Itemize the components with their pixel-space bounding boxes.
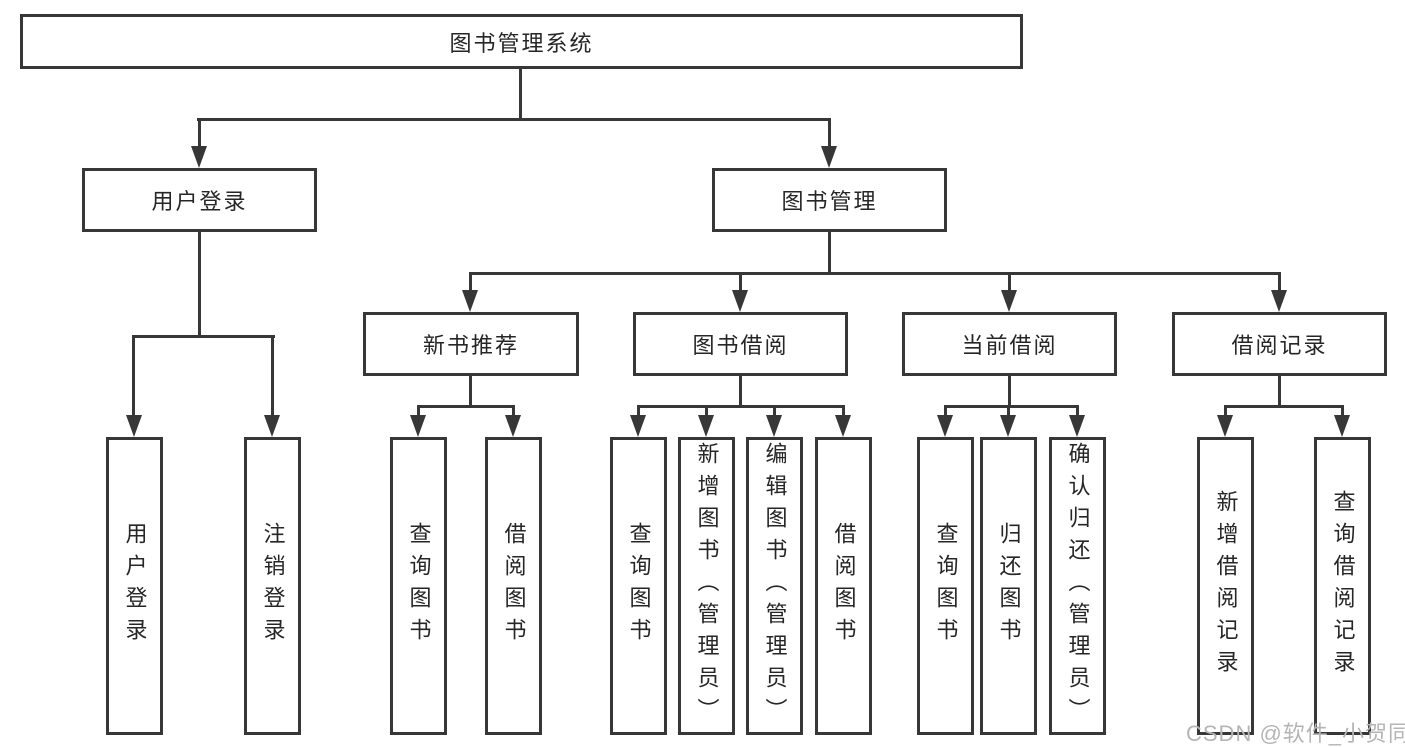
connector-current-rail xyxy=(944,405,1079,408)
connector-leaf-stub xyxy=(705,408,708,418)
leaf-query-borrow-record: 查询借阅记录 xyxy=(1314,437,1371,735)
arrow-down-icon xyxy=(766,415,782,437)
leaf-return-books: 归还图书 xyxy=(980,437,1037,735)
arrow-down-icon xyxy=(264,415,280,437)
connector-leaf-stub xyxy=(1341,408,1344,418)
connector-leaf-stub xyxy=(842,408,845,418)
node-current-borrowing: 当前借阅 xyxy=(902,312,1117,376)
leaf-borrow-books-newbook: 借阅图书 xyxy=(485,437,542,735)
node-user-login-group: 用户登录 xyxy=(82,168,317,232)
connector-borrow-stub xyxy=(739,275,742,292)
connector-mgmt-stub xyxy=(828,121,831,149)
connector-leaf-stub xyxy=(944,408,947,418)
arrow-down-icon xyxy=(1000,415,1016,437)
node-library-system: 图书管理系统 xyxy=(20,14,1023,69)
connector-records-drop xyxy=(1278,376,1281,407)
arrow-down-icon xyxy=(835,415,851,437)
connector-logout-stub xyxy=(271,338,274,417)
leaf-add-borrow-record: 新增借阅记录 xyxy=(1197,437,1254,735)
connector-login-drop xyxy=(198,232,201,337)
arrow-down-icon xyxy=(937,415,953,437)
connector-borrow-drop xyxy=(739,376,742,407)
leaf-logout: 注销登录 xyxy=(244,437,301,735)
arrow-down-icon xyxy=(821,146,837,168)
csdn-watermark: CSDN @软件_小贺同学 xyxy=(1186,721,1405,746)
arrow-down-icon xyxy=(462,290,478,312)
arrow-down-icon xyxy=(1334,415,1350,437)
connector-level3-rail xyxy=(469,272,1281,275)
leaf-user-login: 用户登录 xyxy=(106,437,163,735)
arrow-down-icon xyxy=(505,415,521,437)
arrow-down-icon xyxy=(126,415,142,437)
leaf-query-books-borrow: 查询图书 xyxy=(610,437,667,735)
connector-leaf-stub xyxy=(512,408,515,418)
node-borrowing-records: 借阅记录 xyxy=(1172,312,1387,376)
connector-leaf-stub xyxy=(1076,408,1079,418)
leaf-query-books-newbook: 查询图书 xyxy=(390,437,447,735)
node-new-book-recommend: 新书推荐 xyxy=(363,312,579,376)
connector-records-stub xyxy=(1278,275,1281,292)
connector-current-drop xyxy=(1008,376,1011,407)
connector-mgmt-drop xyxy=(828,232,831,274)
arrow-down-icon xyxy=(698,415,714,437)
connector-root-drop xyxy=(519,69,522,121)
connector-leaf-stub xyxy=(773,408,776,418)
connector-level2-rail xyxy=(197,118,831,121)
connector-leaf-stub xyxy=(637,408,640,418)
leaf-add-books-admin: 新增图书（管理员） xyxy=(678,437,735,735)
arrow-down-icon xyxy=(191,146,207,168)
connector-login-rail xyxy=(132,335,275,338)
node-book-management: 图书管理 xyxy=(712,168,947,232)
arrow-down-icon xyxy=(1271,290,1287,312)
connector-newbook-drop xyxy=(469,376,472,407)
arrow-down-icon xyxy=(630,415,646,437)
leaf-confirm-return-admin: 确认归还（管理员） xyxy=(1049,437,1106,735)
arrow-down-icon xyxy=(410,415,426,437)
node-book-borrowing: 图书借阅 xyxy=(633,312,848,376)
connector-leaf-stub xyxy=(1007,408,1010,418)
leaf-edit-books-admin: 编辑图书（管理员） xyxy=(746,437,803,735)
arrow-down-icon xyxy=(1069,415,1085,437)
connector-login-stub xyxy=(198,121,201,149)
connector-newbook-rail xyxy=(417,405,515,408)
arrow-down-icon xyxy=(732,290,748,312)
connector-leaf-stub xyxy=(1224,408,1227,418)
arrow-down-icon xyxy=(1001,290,1017,312)
leaf-borrow-books: 借阅图书 xyxy=(815,437,872,735)
connector-leaf-stub xyxy=(417,408,420,418)
arrow-down-icon xyxy=(1217,415,1233,437)
connector-user-login-stub xyxy=(132,338,135,417)
connector-borrow-rail xyxy=(637,405,845,408)
connector-newbook-stub xyxy=(469,275,472,292)
leaf-query-books-current: 查询图书 xyxy=(917,437,974,735)
connector-current-stub xyxy=(1008,275,1011,292)
connector-records-rail xyxy=(1224,405,1344,408)
